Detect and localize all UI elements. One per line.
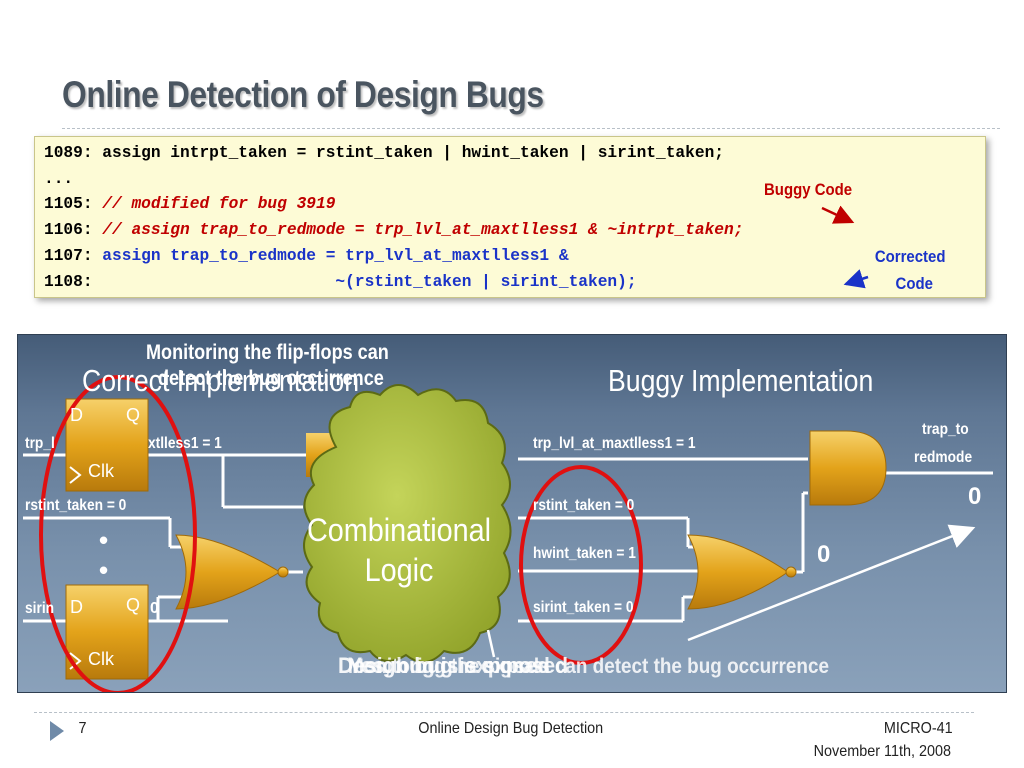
code-line-1089: 1089: assign intrpt_taken = rstint_taken… xyxy=(44,144,724,162)
flip-flop-top xyxy=(65,398,149,492)
right-hwint-label: hwint_taken = 1 xyxy=(533,545,636,562)
flip-flop-monitor-ellipse xyxy=(39,375,197,692)
right-trp-label: trp_lvl_at_maxtlless1 = 1 xyxy=(533,435,696,452)
ff-bottom-q: Q xyxy=(126,595,141,615)
cloud-label-line1: Combinational xyxy=(306,512,492,548)
corrected-code-label-1: Corrected xyxy=(874,247,946,266)
code-comment: // modified for bug 3919 xyxy=(102,195,336,213)
exposed-bug-arrow xyxy=(687,524,976,642)
monitor-caption-line1: Monitoring the flip-flops can xyxy=(146,341,389,364)
footer-title: Online Design Bug Detection xyxy=(418,720,604,737)
left-sirint-label: sirin xyxy=(25,600,55,617)
ellipsis-dot-2: • xyxy=(99,555,109,585)
footer-conference: MICRO-41 xyxy=(883,720,953,737)
ff-top-d: D xyxy=(70,405,83,425)
slide-title: Online Detection of Design Bugs xyxy=(62,74,544,115)
bottom-caption-yes: Yes, bug is exposed xyxy=(348,653,550,678)
right-sirint-label: sirint_taken = 0 xyxy=(533,599,634,616)
combinational-logic-cloud xyxy=(303,384,512,663)
and-output-value: 0 xyxy=(968,483,982,510)
left-trp-label-tail: xtlless1 = 1 xyxy=(148,435,222,452)
ellipsis-dot-1: • xyxy=(99,525,109,555)
buggy-implementation-title: Buggy Implementation xyxy=(608,363,874,398)
left-or-gate xyxy=(175,534,281,610)
left-trp-label: trp_l xyxy=(25,435,55,452)
or-output-value: 0 xyxy=(817,541,831,568)
monitor-caption-line2: detect the bug occurrence xyxy=(158,367,384,390)
ff-top-clk: Clk xyxy=(88,461,114,481)
line-number: 1089: xyxy=(44,144,103,162)
cloud-label-line2: Logic xyxy=(364,552,434,588)
right-or-gate xyxy=(687,534,789,610)
clk-triangle-top xyxy=(69,466,82,484)
code-line-1105: 1105: // modified for bug 3919 xyxy=(44,195,335,213)
code-line-1108: 1108: ~(rstint_taken | sirint_taken); xyxy=(44,273,637,291)
correct-implementation-title: Correct Implementation xyxy=(82,363,360,398)
buggy-code-label: Buggy Code xyxy=(764,180,853,199)
ff-top-q: Q xyxy=(126,405,141,425)
code-listing: 1089: assign intrpt_taken = rstint_taken… xyxy=(34,136,986,298)
buggy-code-comment: // assign trap_to_redmode = trp_lvl_at_m… xyxy=(102,221,744,239)
cloud-pointer-line xyxy=(486,629,496,658)
right-and-gate xyxy=(809,430,887,506)
trap-output-label-1: trap_to xyxy=(922,421,969,438)
line-number: 1107: xyxy=(44,247,103,265)
corrected-code-label-2: Code xyxy=(895,274,933,293)
flip-flop-bottom xyxy=(65,584,149,680)
code-line-ellipsis: ... xyxy=(44,170,74,188)
line-number: 1108: xyxy=(44,273,103,291)
code-line-1106: 1106: // assign trap_to_redmode = trp_lv… xyxy=(44,221,743,239)
line-number: 1106: xyxy=(44,221,103,239)
corrected-code: assign trap_to_redmode = trp_lvl_at_maxt… xyxy=(102,247,569,265)
slide-nav-arrow-icon xyxy=(50,721,64,741)
bottom-caption-monitoring: Monitoring the signals can detect the bu… xyxy=(348,655,829,678)
code-line-1107: 1107: assign trap_to_redmode = trp_lvl_a… xyxy=(44,247,569,265)
buggy-code-arrow xyxy=(821,205,855,224)
left-sirint-value: 0 xyxy=(150,600,159,617)
code-text: assign intrpt_taken = rstint_taken | hwi… xyxy=(102,144,724,162)
signal-monitor-ellipse xyxy=(519,465,643,665)
line-number: 1105: xyxy=(44,195,103,213)
footer-date: November 11th, 2008 xyxy=(813,743,952,760)
corrected-code-cont: ~(rstint_taken | sirint_taken); xyxy=(102,273,637,291)
ff-bottom-d: D xyxy=(70,597,83,617)
title-divider xyxy=(62,128,1000,129)
cloud-label: Combinational Logic xyxy=(304,510,495,590)
circuit-diagram: Correct Implementation Buggy Implementat… xyxy=(17,334,1007,693)
left-rstint-label: rstint_taken = 0 xyxy=(25,497,127,514)
ff-bottom-clk: Clk xyxy=(88,649,114,669)
corrected-code-arrow xyxy=(843,269,869,289)
bottom-caption-design-bug: Design bug is exposed xyxy=(338,653,569,678)
footer-divider xyxy=(34,712,974,713)
page-number: 7 xyxy=(78,720,87,737)
right-rstint-label: rstint_taken = 0 xyxy=(533,497,635,514)
trap-output-label-2: redmode xyxy=(914,449,973,466)
